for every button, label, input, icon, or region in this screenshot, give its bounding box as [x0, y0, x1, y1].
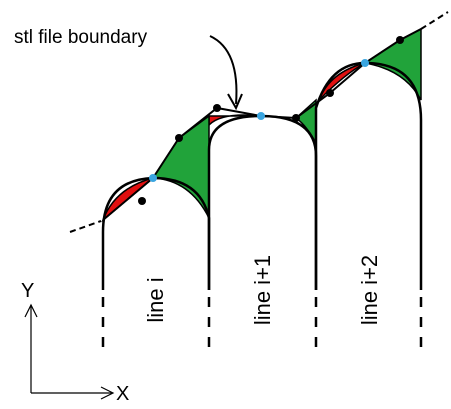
y-axis-label: Y [21, 280, 34, 302]
boundary-dash-left [69, 220, 102, 233]
intersection-point [257, 112, 265, 120]
x-axis-arrowhead [100, 386, 115, 400]
line-dashes [101, 297, 423, 350]
corner-point [213, 104, 221, 112]
corner-point [326, 89, 334, 97]
stl-boundary-segment [102, 28, 422, 221]
annotation-arrowhead [227, 93, 243, 111]
line-i2-label: line i+2 [357, 255, 382, 325]
green-region-line-i2 [363, 27, 422, 101]
y-axis-arrowhead [24, 303, 38, 318]
line-i1-label: line i+1 [250, 255, 275, 325]
corner-point [292, 114, 300, 122]
annotation-text: stl file boundary [14, 27, 148, 48]
green-region-line-i [151, 114, 210, 219]
line-i-label: line i [143, 277, 168, 322]
annotation-arrow [209, 35, 238, 105]
corner-point [396, 36, 404, 44]
axes [24, 303, 115, 400]
boundary-dash-right [420, 11, 449, 30]
corner-point [138, 197, 146, 205]
x-axis-label: X [116, 383, 129, 405]
intersection-point [361, 59, 369, 67]
corner-point [175, 134, 183, 142]
intersection-point [149, 174, 157, 182]
corner-points [138, 36, 404, 205]
intersection-points [149, 59, 369, 182]
